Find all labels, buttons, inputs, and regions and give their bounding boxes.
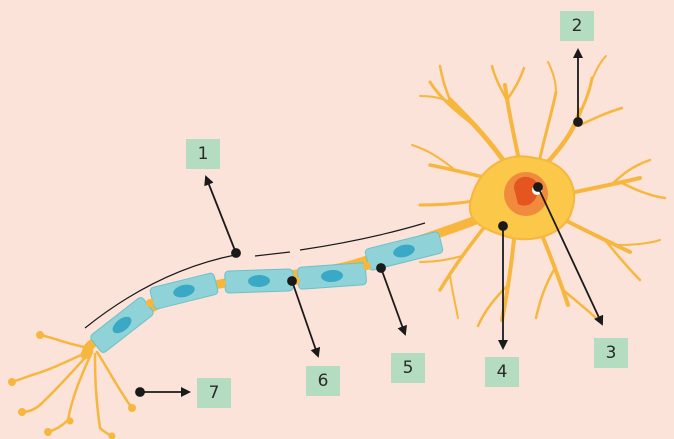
leader-5 bbox=[381, 268, 405, 334]
leader-1 bbox=[206, 177, 236, 253]
label-7: 7 bbox=[197, 378, 231, 408]
label-4: 4 bbox=[485, 357, 519, 387]
label-3: 3 bbox=[594, 338, 628, 368]
label-6: 6 bbox=[306, 366, 340, 396]
label-1: 1 bbox=[186, 139, 220, 169]
label-5: 5 bbox=[391, 353, 425, 383]
cell-body bbox=[470, 156, 574, 239]
leader-6 bbox=[292, 281, 318, 356]
label-2: 2 bbox=[560, 11, 594, 41]
